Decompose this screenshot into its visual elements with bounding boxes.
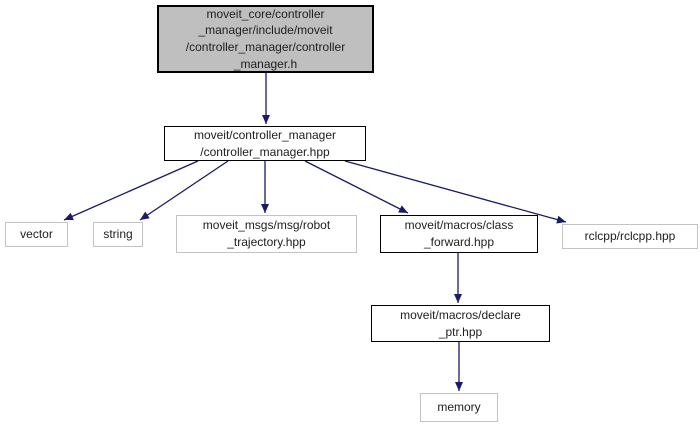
- edge-controller-manager-hpp-to-class-forward-hpp: [304, 160, 409, 214]
- node-declare-ptr-hpp[interactable]: moveit/macros/declare _ptr.hpp: [371, 305, 550, 342]
- node-root-controller-manager-h: moveit_core/controller _manager/include/…: [157, 5, 374, 73]
- node-rclcpp-hpp: rclcpp/rclcpp.hpp: [562, 224, 698, 249]
- node-controller-manager-hpp[interactable]: moveit/controller_manager /controller_ma…: [164, 126, 366, 161]
- edge-controller-manager-hpp-to-vector: [63, 160, 199, 221]
- edge-controller-manager-hpp-to-rclcpp-hpp: [344, 160, 567, 224]
- node-string: string: [93, 222, 143, 247]
- node-memory: memory: [420, 393, 498, 422]
- edge-controller-manager-hpp-to-string: [139, 160, 229, 221]
- node-robot-trajectory-hpp: moveit_msgs/msg/robot _trajectory.hpp: [176, 215, 357, 253]
- node-vector: vector: [5, 222, 68, 247]
- node-class-forward-hpp[interactable]: moveit/macros/class _forward.hpp: [380, 215, 538, 253]
